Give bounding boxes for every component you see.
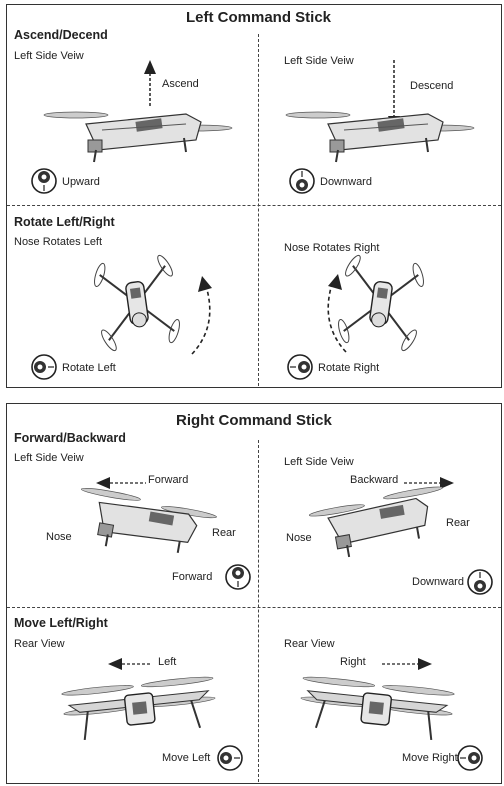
forward-rear-label: Rear	[212, 527, 236, 539]
divider-horizontal	[7, 205, 501, 206]
divider-vertical	[258, 34, 259, 386]
downward-stick-label: Downward	[412, 576, 464, 588]
move-right-view-label: Rear View	[284, 638, 335, 650]
joystick-downward-right-icon	[467, 569, 493, 595]
ascend-descend-heading: Ascend/Decend	[14, 28, 108, 42]
backward-nose-label: Nose	[286, 532, 312, 544]
move-left-stick-label: Move Left	[162, 752, 211, 764]
move-left-right-heading: Move Left/Right	[14, 616, 108, 630]
drone-rear-view-left	[61, 676, 216, 741]
move-left-view-label: Rear View	[14, 638, 65, 650]
left-command-stick-panel	[6, 4, 502, 388]
drone-top-view-rotate-left	[94, 254, 180, 352]
divider-vertical-bottom	[258, 440, 259, 782]
drone-side-view-backward	[308, 486, 443, 558]
rotate-left-label: Rotate Left	[62, 362, 116, 374]
drone-side-view-ascend	[43, 111, 233, 163]
ascend-view-label: Left Side Veiw	[14, 50, 84, 62]
divider-horizontal-bottom	[7, 607, 501, 608]
right-arrow-icon	[382, 658, 432, 670]
downward-label: Downward	[320, 176, 372, 188]
rotate-left-arrow-icon	[191, 276, 212, 355]
backward-rear-label: Rear	[446, 517, 470, 529]
joystick-rotate-left-icon	[31, 354, 57, 380]
drone-side-view-descend	[285, 111, 475, 163]
forward-nose-label: Nose	[46, 531, 72, 543]
joystick-upward-icon	[31, 168, 57, 194]
drone-top-view-rotate-right	[338, 254, 424, 352]
joystick-move-right-icon	[457, 745, 483, 771]
forward-backward-heading: Forward/Backward	[14, 431, 126, 445]
move-right-stick-label: Move Right	[402, 752, 458, 764]
backward-arrow-label: Backward	[350, 474, 399, 486]
descend-view-label: Left Side Veiw	[284, 55, 354, 67]
ascend-arrow-icon	[144, 60, 156, 106]
drone-side-view-forward	[80, 487, 217, 553]
left-arrow-icon	[108, 658, 152, 670]
rotate-right-label: Rotate Right	[318, 362, 380, 374]
ascend-arrow-label: Ascend	[162, 78, 199, 90]
right-stick-title: Right Command Stick	[176, 412, 332, 429]
left-arrow-label: Left	[158, 656, 177, 668]
rotate-right-arrow-icon	[327, 274, 347, 353]
upward-label: Upward	[62, 176, 100, 188]
joystick-move-left-icon	[217, 745, 243, 771]
nose-rotates-right-label: Nose Rotates Right	[284, 242, 380, 254]
forward-stick-label: Forward	[172, 571, 213, 583]
left-stick-title: Left Command Stick	[186, 9, 332, 26]
right-command-stick-panel	[6, 403, 502, 784]
drone-rear-view-right	[300, 676, 455, 741]
backward-arrow-icon	[404, 477, 454, 489]
forward-arrow-icon	[96, 477, 146, 489]
nose-rotates-left-label: Nose Rotates Left	[14, 236, 103, 248]
joystick-rotate-right-icon	[287, 354, 313, 380]
joystick-downward-icon	[289, 168, 315, 194]
descend-arrow-label: Descend	[410, 80, 454, 92]
joystick-forward-icon	[225, 564, 251, 590]
forward-arrow-label: Forward	[148, 474, 189, 486]
rotate-heading: Rotate Left/Right	[14, 215, 115, 229]
forward-view-label: Left Side Veiw	[14, 452, 84, 464]
right-arrow-label: Right	[340, 656, 366, 668]
backward-view-label: Left Side Veiw	[284, 456, 354, 468]
